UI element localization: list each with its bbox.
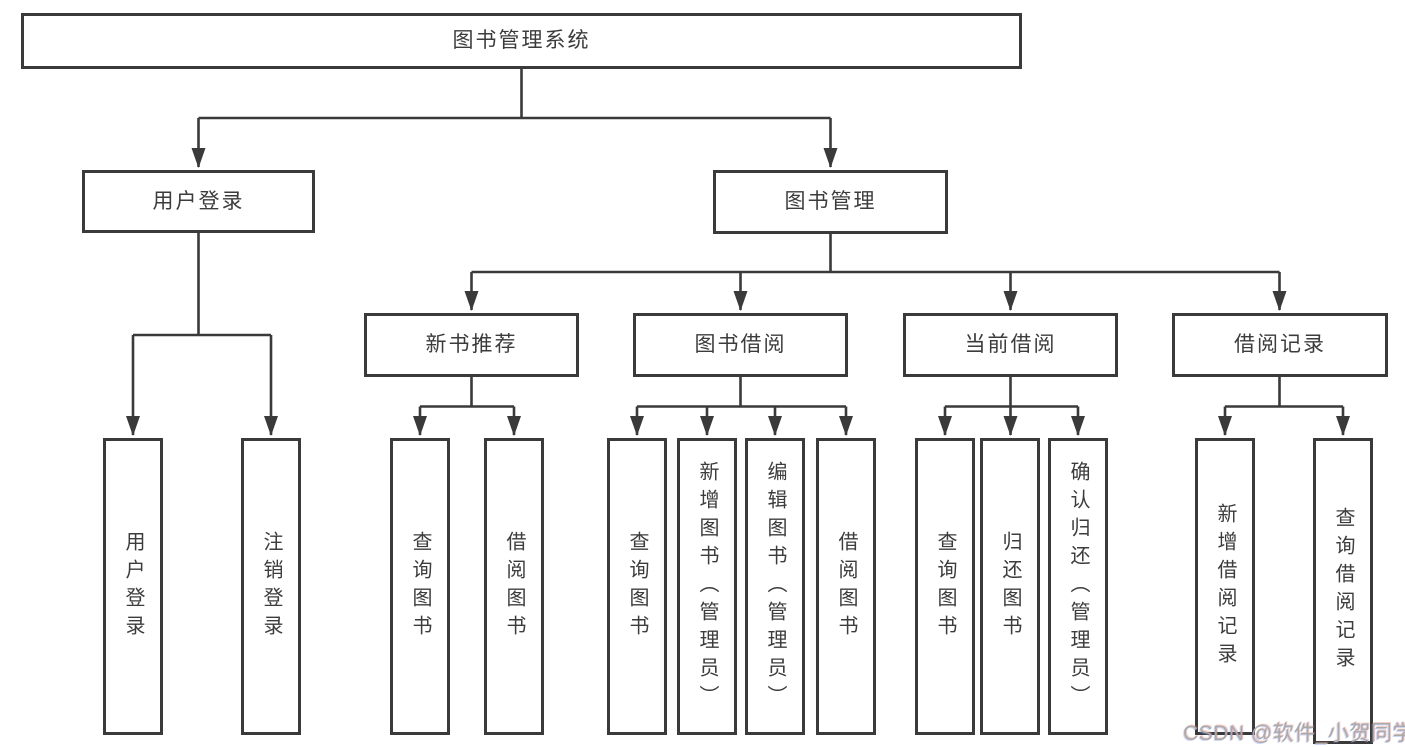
node-root-system: 图书管理系统 (21, 13, 1022, 69)
node-borrow-records: 借阅记录 (1172, 313, 1388, 377)
leaf-label: 用户登录 (122, 530, 144, 643)
node-book-borrow: 图书借阅 (633, 313, 848, 377)
leaf-user-login: 用户登录 (103, 438, 163, 735)
leaf-edit-book-admin: 编辑图书（管理员） (745, 438, 805, 735)
node-current-borrow: 当前借阅 (903, 313, 1118, 377)
leaf-return-book: 归还图书 (980, 438, 1040, 735)
leaf-label: 查询图书 (409, 530, 431, 643)
node-book-management: 图书管理 (713, 170, 948, 234)
leaf-add-borrow-record: 新增借阅记录 (1195, 438, 1255, 735)
leaf-logout: 注销登录 (241, 438, 301, 735)
leaf-label: 新增图书（管理员） (696, 460, 718, 713)
leaf-query-books-current: 查询图书 (915, 438, 975, 735)
leaf-label: 查询图书 (626, 530, 648, 643)
leaf-label: 查询借阅记录 (1332, 507, 1354, 675)
leaf-label: 借阅图书 (835, 530, 857, 643)
csdn-watermark: CSDN @软件_小贺同学 (1183, 722, 1405, 745)
node-user-login: 用户登录 (82, 170, 315, 233)
leaf-label: 归还图书 (999, 530, 1021, 643)
leaf-label: 注销登录 (260, 530, 282, 643)
leaf-label: 查询图书 (934, 530, 956, 643)
leaf-query-books-borrow: 查询图书 (607, 438, 667, 735)
leaf-confirm-return-admin: 确认归还（管理员） (1048, 438, 1108, 735)
leaf-label: 编辑图书（管理员） (764, 460, 786, 713)
leaf-label: 借阅图书 (503, 530, 525, 643)
leaf-label: 新增借阅记录 (1214, 502, 1236, 671)
leaf-add-book-admin: 新增图书（管理员） (677, 438, 737, 735)
leaf-borrow-books-recommend: 借阅图书 (484, 438, 544, 735)
leaf-query-books-recommend: 查询图书 (390, 438, 450, 735)
node-new-book-recommend: 新书推荐 (364, 313, 579, 377)
leaf-query-borrow-record: 查询借阅记录 (1313, 438, 1373, 744)
leaf-label: 确认归还（管理员） (1067, 460, 1089, 713)
leaf-borrow-books: 借阅图书 (816, 438, 876, 735)
